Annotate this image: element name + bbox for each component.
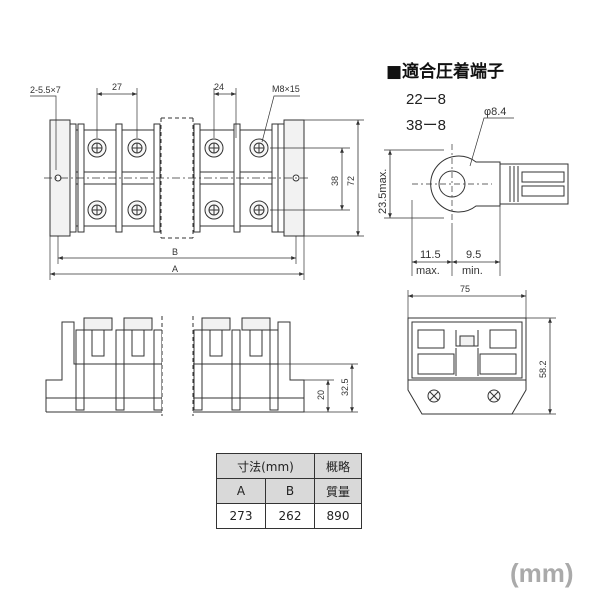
- table-header-mass-1: 概略: [314, 453, 362, 479]
- dim-screw-label: M8×15: [272, 84, 300, 94]
- screw-icon: [87, 138, 107, 158]
- lug-height-label: 23.5max.: [377, 169, 389, 214]
- side-outline: [407, 317, 527, 415]
- dim-a-label: A: [172, 264, 178, 274]
- table-value-mass: 890: [314, 503, 362, 529]
- front-view: [45, 316, 358, 416]
- dimension-table: 寸法(mm) 概略 A B 質量 273 262 890: [216, 453, 362, 529]
- dim-32-5-label: 32.5: [340, 378, 350, 396]
- front-screws: [83, 317, 271, 357]
- lug-9-5-label: 9.5: [466, 249, 481, 261]
- dim-20-label: 20: [316, 390, 326, 400]
- dim-58-2-label: 58.2: [538, 360, 548, 378]
- lug-barrel: [499, 163, 569, 205]
- terminal-screws: [87, 138, 269, 220]
- lug-size-2: 38ー8: [406, 117, 446, 134]
- lug-11-5-label: 11.5: [420, 249, 441, 261]
- table-value-b: 262: [265, 503, 315, 529]
- screw-icon: [204, 138, 224, 158]
- dim-b-label: B: [172, 247, 178, 257]
- table-header-mass-2: 質量: [314, 478, 362, 504]
- lug-heading: ■適合圧着端子: [386, 61, 504, 82]
- table-col-a: A: [216, 478, 266, 504]
- side-screws: [427, 389, 501, 403]
- lug-dia-label: φ8.4: [484, 106, 506, 118]
- screw-icon: [127, 200, 147, 220]
- lug-min-label: min.: [462, 265, 483, 277]
- lug-max-label: max.: [416, 265, 440, 277]
- lug-size-1: 22ー8: [406, 91, 446, 108]
- screw-icon: [249, 200, 269, 220]
- dim-hole-label: 2-5.5×7: [30, 85, 61, 95]
- screw-icon: [87, 200, 107, 220]
- screw-icon: [204, 200, 224, 220]
- dim-75-label: 75: [460, 284, 470, 294]
- dim-72-label: 72: [346, 176, 356, 186]
- screw-icon: [249, 138, 269, 158]
- dim-pitch-right-label: 24: [214, 82, 224, 92]
- crimp-lug-drawing: [384, 117, 569, 276]
- screw-icon: [127, 138, 147, 158]
- table-col-b: B: [265, 478, 315, 504]
- table-header-dims: 寸法(mm): [216, 453, 315, 479]
- side-view: [407, 290, 556, 415]
- top-view: [30, 88, 364, 280]
- unit-label: (mm): [510, 558, 574, 588]
- dim-38-label: 38: [330, 176, 340, 186]
- dim-pitch-left-label: 27: [112, 82, 122, 92]
- table-value-a: 273: [216, 503, 266, 529]
